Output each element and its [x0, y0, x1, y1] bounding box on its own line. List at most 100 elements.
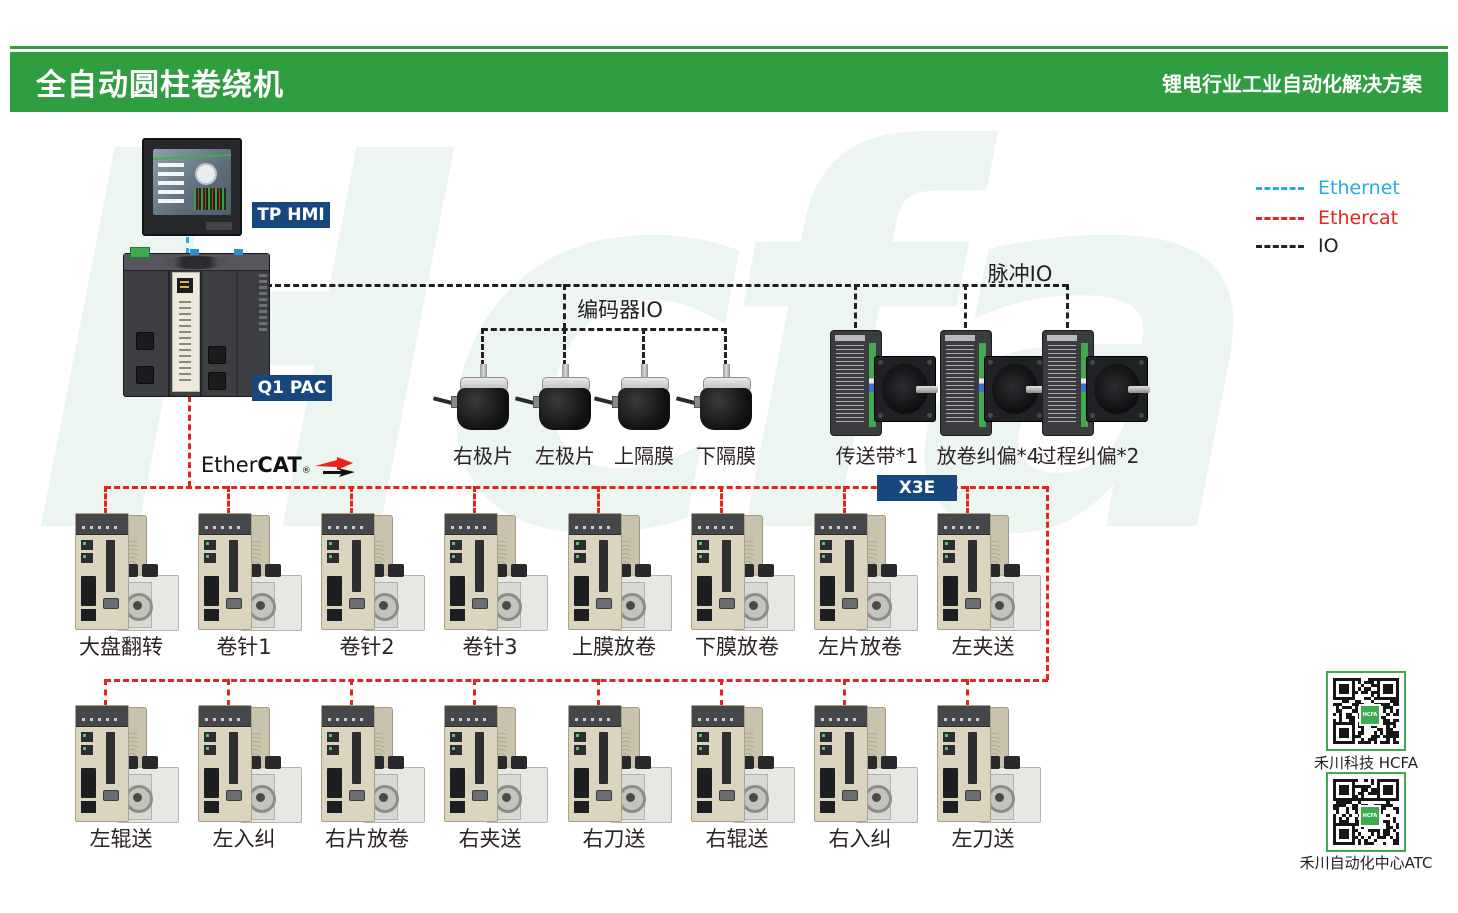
stepper-process-correction [1034, 326, 1150, 440]
ethercat-drop-r1-2 [227, 486, 230, 514]
plc-led-column [179, 301, 191, 381]
servo-axis-unit: 右片放卷 [307, 705, 427, 851]
servo-axis-unit: 左夹送 [923, 513, 1043, 659]
servo-axis-unit: 左入纠 [184, 705, 304, 851]
io-dash-icon [1256, 244, 1304, 248]
encoder-io-title: 编码器IO [577, 298, 663, 322]
plc-connector [208, 346, 226, 364]
ethercat-drop-r1-8 [966, 486, 969, 514]
hmi-screen-fields [158, 163, 184, 207]
servo-axis-label: 卷针1 [216, 635, 272, 659]
q1-pac-device [123, 247, 270, 397]
ethercat-drop-r1-6 [720, 486, 723, 514]
header-rule [10, 46, 1448, 49]
stepper-conveyor [822, 326, 938, 440]
ethercat-drop-r2-8 [966, 679, 969, 706]
page-title: 全自动圆柱卷绕机 [36, 68, 284, 103]
ethercat-bus-row2 [105, 679, 1048, 682]
ethercat-drop-r1-3 [350, 486, 353, 514]
tp-hmi-tag: TP HMI [252, 202, 330, 228]
servo-axis-unit: 上膜放卷 [554, 513, 674, 659]
plc-fan-vent [164, 256, 228, 269]
ethercat-dash-icon [1256, 216, 1304, 220]
servo-axis-label: 左入纠 [212, 827, 276, 851]
ethercat-drop-r2-6 [720, 679, 723, 706]
encoder-label: 左极片 [535, 444, 595, 468]
servo-axis-unit: 左片放卷 [800, 513, 920, 659]
ethercat-drop-r1-1 [104, 486, 107, 514]
plc-top-connector [234, 249, 243, 255]
hcfa-logo-icon: HCFA [1359, 805, 1381, 827]
encoder-lower-separator [675, 364, 766, 436]
io-drop-encoder-4 [724, 328, 727, 366]
ethercat-arrow-icon [313, 457, 357, 477]
legend-label: Ethercat [1318, 207, 1399, 229]
hmi-buttons [206, 222, 232, 230]
servo-axis-unit: 大盘翻转 [61, 513, 181, 659]
servo-axis-unit: 卷针3 [430, 513, 550, 659]
plc-connector [208, 372, 226, 390]
io-drop-stepper-1 [854, 284, 857, 328]
io-drop-encoder-1 [481, 328, 484, 366]
io-drop-encoder-2 [563, 328, 566, 366]
ethercat-drop-r2-4 [473, 679, 476, 706]
servo-axis-label: 右片放卷 [325, 827, 409, 851]
servo-axis-label: 左刀送 [951, 827, 1015, 851]
tp-hmi-device [142, 138, 242, 236]
ethercat-line-plc-bus [188, 396, 191, 487]
stepper-label: 放卷纠偏*4 [936, 444, 1040, 468]
ethercat-logo-text: Ether [201, 453, 258, 477]
servo-axis-unit: 右辊送 [677, 705, 797, 851]
qr-label: 禾川自动化中心ATC [1299, 854, 1433, 872]
stepper-unwind-correction [932, 326, 1048, 440]
plc-module-seam [236, 270, 238, 396]
qr-code-hcfa: HCFA [1326, 671, 1406, 751]
ethercat-drop-r2-2 [227, 679, 230, 706]
q1-pac-tag: Q1 PAC [252, 375, 332, 401]
qr-code-atc: HCFA [1326, 772, 1406, 852]
servo-axis-label: 左辊送 [89, 827, 153, 851]
ethercat-drop-r2-5 [597, 679, 600, 706]
encoder-label: 下隔膜 [696, 444, 756, 468]
io-drop-encoder-3 [642, 328, 645, 366]
stepper-label: 过程纠偏*2 [1036, 444, 1140, 468]
ethercat-drop-r1-4 [473, 486, 476, 514]
ethercat-drop-r1-7 [843, 486, 846, 514]
hmi-screen [153, 149, 231, 215]
plc-connector [136, 366, 154, 384]
plc-power-terminal [130, 247, 150, 258]
io-drop-stepper-3 [1066, 284, 1069, 328]
ethercat-bus-row1 [105, 486, 1048, 489]
servo-axis-label: 右夹送 [458, 827, 522, 851]
plc-cpu-faceplate [172, 272, 200, 392]
ethercat-drop-r2-1 [104, 679, 107, 706]
ethercat-logo-text-bold: CAT [257, 453, 302, 477]
encoder-label: 右极片 [453, 444, 513, 468]
ethercat-drop-r1-5 [597, 486, 600, 514]
stepper-label: 传送带*1 [835, 444, 919, 468]
plc-top-connector [190, 249, 199, 255]
plc-module-seam [200, 270, 202, 396]
pulse-io-title: 脉冲IO [987, 262, 1053, 286]
encoder-label: 上隔膜 [614, 444, 674, 468]
legend-item-ethercat: Ethercat [1256, 206, 1398, 230]
legend-item-io: IO [1256, 234, 1339, 258]
servo-axis-label: 下膜放卷 [695, 635, 779, 659]
io-main-line [266, 284, 1068, 287]
ethernet-line-hmi-plc [186, 237, 189, 254]
plc-module-seam [168, 270, 170, 396]
hmi-screen-chart [194, 188, 226, 210]
servo-axis-unit: 右夹送 [430, 705, 550, 851]
plc-side-ports [259, 274, 267, 334]
encoder-right-electrode [432, 364, 523, 436]
legend-label: Ethernet [1318, 177, 1400, 199]
servo-axis-label: 右入纠 [828, 827, 892, 851]
encoder-left-electrode [514, 364, 605, 436]
servo-axis-label: 左片放卷 [818, 635, 902, 659]
header-bar: 全自动圆柱卷绕机 锂电行业工业自动化解决方案 [10, 52, 1448, 112]
servo-axis-label: 卷针2 [339, 635, 395, 659]
hcfa-logo-icon: HCFA [1359, 704, 1381, 726]
servo-axis-label: 上膜放卷 [572, 635, 656, 659]
